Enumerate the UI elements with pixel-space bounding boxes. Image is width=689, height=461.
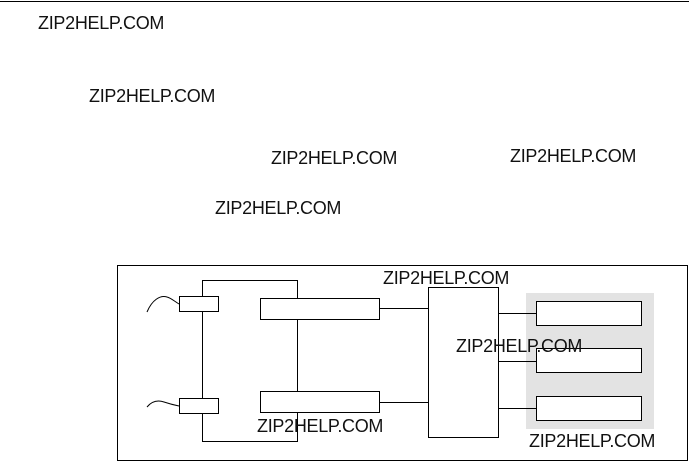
middle-block-top [260, 298, 380, 320]
output-block-3 [536, 396, 642, 421]
input-block-bottom [179, 398, 219, 414]
input-lead-top [146, 296, 180, 313]
output-block-1 [536, 301, 642, 326]
watermark-7: ZIP2HELP.COM [456, 336, 582, 356]
watermark-4: ZIP2HELP.COM [510, 146, 636, 166]
input-lead-bottom [146, 400, 180, 408]
watermark-6: ZIP2HELP.COM [383, 268, 509, 288]
watermark-5: ZIP2HELP.COM [215, 198, 341, 218]
block-diagram [117, 265, 688, 461]
watermark-9: ZIP2HELP.COM [529, 431, 655, 451]
watermark-1: ZIP2HELP.COM [38, 13, 164, 33]
input-block-top [179, 296, 219, 312]
output-block-2 [536, 348, 642, 373]
central-block [428, 287, 499, 438]
watermark-3: ZIP2HELP.COM [271, 148, 397, 168]
watermark-2: ZIP2HELP.COM [89, 86, 215, 106]
middle-block-bottom [260, 391, 380, 413]
watermark-8: ZIP2HELP.COM [257, 416, 383, 436]
